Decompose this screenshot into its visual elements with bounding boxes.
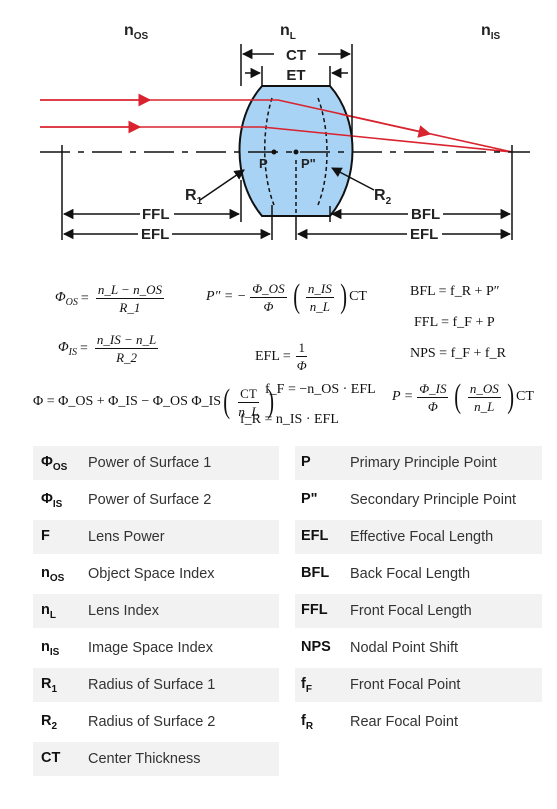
legend-row: FFL Front Focal Length (295, 594, 542, 628)
eq-phi-os: ΦOS = n_L − n_OS R_1 (55, 282, 164, 315)
legend-description: Radius of Surface 2 (88, 714, 216, 730)
eq-nps: NPS = f_F + f_R (410, 346, 506, 361)
legend-description: Power of Surface 1 (88, 455, 212, 471)
legend-symbol: F (41, 527, 50, 544)
eq-ff: f_F = −n_OS · EFL (265, 382, 376, 397)
legend-description: Image Space Index (88, 640, 213, 656)
r1-pointer (199, 169, 245, 201)
legend-row: R1 Radius of Surface 1 (33, 668, 279, 702)
legend-row: CT Center Thickness (33, 742, 279, 776)
legend-row: P Primary Principle Point (295, 446, 542, 480)
legend-description: Center Thickness (88, 751, 201, 767)
legend-symbol: P" (301, 490, 318, 507)
eq-phi-total: Φ = Φ_OS + Φ_IS − Φ_OS Φ_IS ( CT n_L ) (33, 383, 274, 420)
eq-p-frac: Φ_IS Φ (417, 380, 449, 414)
eq-phi-is: ΦIS = n_IS − n_L R_2 (58, 332, 159, 365)
legend-symbol: nOS (41, 564, 65, 584)
legend-symbol: ΦIS (41, 490, 63, 510)
legend-row: R2 Radius of Surface 2 (33, 705, 279, 739)
ffl-label: FFL (142, 206, 170, 223)
legend-description: Nodal Point Shift (350, 640, 459, 656)
n-is-label: nIS (481, 22, 501, 42)
eq-p2-frac: Φ_OS Φ (250, 280, 287, 314)
legend-description: Front Focal Length (350, 603, 472, 619)
p2-label: P" (301, 156, 316, 171)
legend-row: NPS Nodal Point Shift (295, 631, 542, 665)
eq-p-lhs: P = (392, 389, 414, 404)
efl-left-label: EFL (141, 226, 169, 243)
legend-row: ΦIS Power of Surface 2 (33, 483, 279, 517)
legend-symbol: fR (301, 712, 314, 732)
n-os-label: nOS (124, 22, 149, 42)
lens-diagram: nOS nL nIS CT ET P P" R1 R2 FFL EFL BFL (40, 22, 530, 243)
legend-row: BFL Back Focal Length (295, 557, 542, 591)
eq-phi-os-frac: n_L − n_OS R_1 (95, 282, 164, 315)
eq-p2-lhs: P″ = − (206, 289, 247, 304)
eq-p2-inner-frac: n_IS n_L (305, 280, 334, 314)
legend-symbol: ΦOS (41, 453, 68, 473)
legend-row: nL Lens Index (33, 594, 279, 628)
legend-symbol: EFL (301, 527, 329, 544)
r2-label: R2 (374, 187, 392, 207)
r2-pointer (331, 167, 375, 191)
legend-symbol: FFL (301, 601, 328, 618)
legend-row: EFL Effective Focal Length (295, 520, 542, 554)
legend-description: Power of Surface 2 (88, 492, 212, 508)
legend-description: Back Focal Length (350, 566, 471, 582)
legend-description: Lens Power (88, 529, 165, 545)
legend-description: Front Focal Point (350, 677, 461, 693)
et-label: ET (286, 67, 305, 84)
legend-description: Secondary Principle Point (350, 492, 517, 508)
eq-phi-total-frac: CT n_L (238, 385, 259, 419)
legend-description: Effective Focal Length (350, 529, 494, 545)
legend-description: Primary Principle Point (350, 455, 497, 471)
legend-description: Lens Index (88, 603, 159, 619)
eq-phi-os-lhs: ΦOS (55, 289, 78, 308)
ct-label: CT (286, 47, 306, 64)
p-label: P (259, 156, 268, 171)
legend-symbol: BFL (301, 564, 330, 581)
legend-row: F Lens Power (33, 520, 279, 554)
point-p2-dot (293, 149, 299, 155)
eq-efl: EFL = 1 Φ (255, 340, 313, 373)
principal-plane-p (263, 97, 275, 206)
legend-description: Radius of Surface 1 (88, 677, 216, 693)
eq-phi-is-lhs: ΦIS (58, 339, 78, 358)
legend-symbol: R2 (41, 712, 58, 732)
principal-plane-p2 (317, 97, 328, 206)
legend-row: nOS Object Space Index (33, 557, 279, 591)
legend-row: nIS Image Space Index (33, 631, 279, 665)
legend-row: fR Rear Focal Point (295, 705, 542, 739)
legend-row: fF Front Focal Point (295, 668, 542, 702)
n-l-label: nL (280, 22, 296, 42)
ray-top-arrow2 (339, 113, 432, 138)
bfl-label: BFL (411, 206, 440, 223)
eq-fr: f_R = n_IS · EFL (240, 412, 339, 427)
efl-right-label: EFL (410, 226, 438, 243)
legend-symbol: fF (301, 675, 312, 695)
eq-efl-lhs: EFL = (255, 348, 291, 364)
legend-row: ΦOS Power of Surface 1 (33, 446, 279, 480)
legend-symbol: R1 (41, 675, 58, 695)
legend-symbol: P (301, 453, 311, 470)
eq-bfl: BFL = f_R + P″ (410, 284, 500, 299)
eq-phi-is-frac: n_IS − n_L R_2 (94, 332, 159, 365)
eq-efl-frac: 1 Φ (296, 340, 307, 373)
legend-symbol: NPS (301, 638, 331, 655)
eq-p: P = Φ_IS Φ ( n_OS n_L ) CT (392, 378, 534, 415)
point-p-dot (271, 149, 277, 155)
eq-p2: P″ = − Φ_OS Φ ( n_IS n_L ) CT (206, 278, 367, 315)
eq-ffl: FFL = f_F + P (414, 315, 495, 330)
legend-row: P" Secondary Principle Point (295, 483, 542, 517)
legend-description: Rear Focal Point (350, 714, 458, 730)
eq-p-tail: CT (516, 389, 534, 404)
legend-description: Object Space Index (88, 566, 215, 582)
eq-p-inner-frac: n_OS n_L (467, 380, 501, 414)
r1-label: R1 (185, 187, 203, 207)
eq-p2-tail: CT (349, 289, 367, 304)
legend-symbol: nIS (41, 638, 60, 658)
legend-symbol: CT (41, 749, 61, 766)
legend-symbol: nL (41, 601, 56, 621)
